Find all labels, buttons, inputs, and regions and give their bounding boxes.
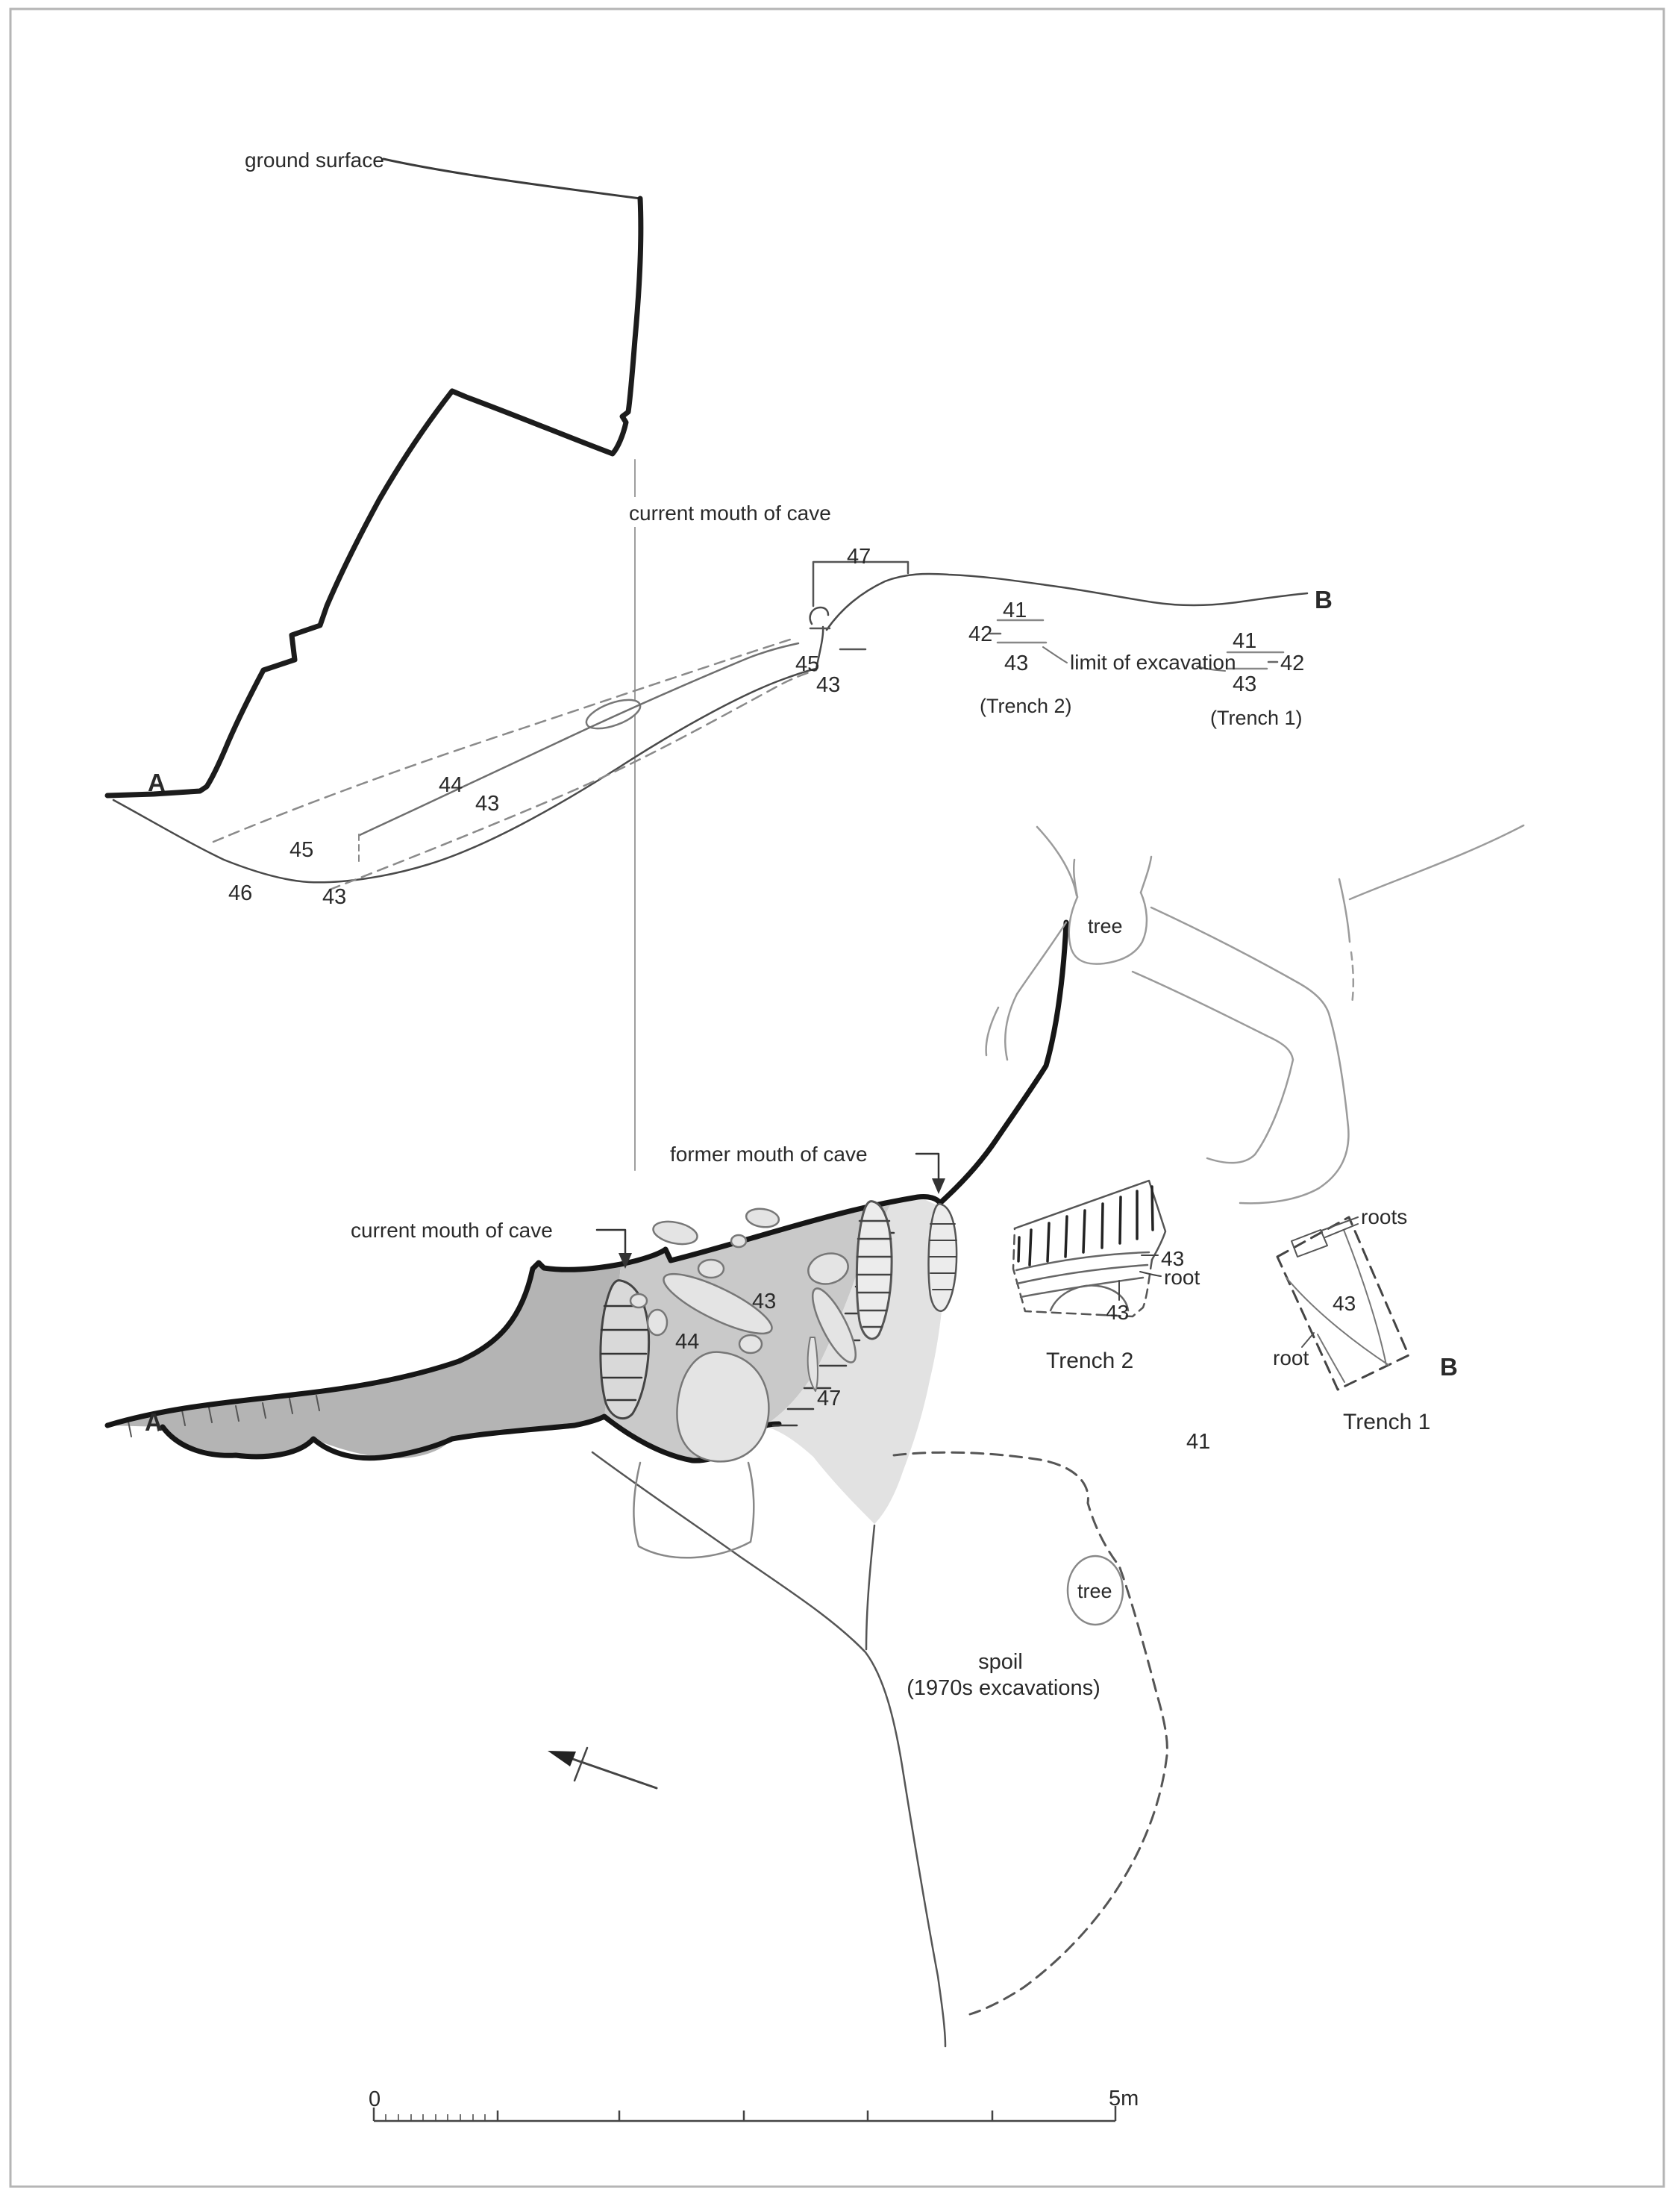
cave-wall-line — [104, 919, 1069, 1428]
point-a-section: A — [148, 769, 166, 796]
trench1-root-traces — [1286, 1229, 1389, 1383]
roots-leader — [1321, 1216, 1359, 1238]
spoil-west-line — [591, 1451, 947, 2048]
scale-bar: 0 5m — [369, 2087, 1139, 2122]
trench2-plan — [1012, 1179, 1167, 1318]
north-arrow-head-icon — [548, 1751, 576, 1766]
former-mouth-arrow-icon — [932, 1178, 945, 1194]
trench2-section-hatching — [1017, 1185, 1154, 1266]
layer-boundary-dashed-upper — [212, 637, 794, 843]
tree-circle-outline — [1066, 1555, 1124, 1626]
label-mask — [624, 497, 831, 527]
former-mouth-label: former mouth of cave — [670, 1143, 868, 1166]
layer-boundary-dashed-lower — [328, 669, 818, 891]
point-b-section: B — [1315, 586, 1333, 613]
spoil-label-line2: (1970s excavations) — [907, 1676, 1101, 1700]
spoil-east-dashed-line — [892, 1451, 1168, 2016]
root-leader — [1301, 1332, 1315, 1348]
point-a-plan: A — [145, 1408, 163, 1436]
trench2-root-bands — [1015, 1251, 1150, 1299]
north-arrow — [548, 1746, 658, 1790]
cliff-outline — [104, 196, 644, 799]
t1-42-label: 42 — [1280, 652, 1304, 675]
ground-surface-label: ground surface — [245, 149, 384, 172]
hollow-43-label: 43 — [322, 885, 346, 909]
tree-top-label: tree — [1088, 915, 1123, 937]
section-ground-line — [112, 667, 818, 884]
band-43-label: 43 — [475, 792, 499, 816]
t1-roots-label: roots — [1361, 1205, 1407, 1228]
layer-boundary-solid — [358, 642, 800, 837]
scale-zero-label: 0 — [369, 2087, 381, 2111]
trench1-level-lines — [1226, 651, 1285, 670]
t1-43-label: 43 — [1233, 672, 1256, 696]
slope-level-ticks — [809, 627, 867, 651]
spoil-label-line1: spoil — [978, 1650, 1023, 1674]
hollow-45-label: 45 — [289, 838, 313, 862]
t2-41-label: 41 — [1003, 599, 1027, 622]
scale-bar-major-ticks — [372, 2106, 1117, 2121]
hollow-46-label: 46 — [228, 881, 252, 905]
trench1-plan — [1276, 1216, 1410, 1391]
trench2-level-lines — [996, 619, 1048, 644]
plan-41-label: 41 — [1186, 1430, 1210, 1454]
section-drawing: ground surface current mouth of cave 47 … — [104, 149, 1333, 1171]
t1-43-label: 43 — [1333, 1292, 1356, 1315]
point-b-plan: B — [1440, 1353, 1458, 1381]
mouth-notch-hook — [809, 606, 830, 625]
current-mouth-arrow-icon — [619, 1253, 632, 1269]
t1-root-label: root — [1273, 1346, 1309, 1369]
figure-frame — [9, 7, 1665, 2188]
slope-45-label: 45 — [795, 652, 819, 676]
t2-plan-43-lower: 43 — [1106, 1301, 1129, 1324]
plateau-ground-line — [825, 572, 1309, 631]
band-44-label: 44 — [439, 773, 463, 797]
plan-44-label: 44 — [675, 1330, 699, 1354]
t2-42-label: 42 — [968, 622, 992, 646]
trench2-section-caption: (Trench 2) — [980, 695, 1072, 717]
t1-41-label: 41 — [1233, 629, 1256, 653]
trench1-plan-label: Trench 1 — [1343, 1410, 1430, 1434]
trench1-section-caption: (Trench 1) — [1210, 707, 1303, 729]
tree-circle-label: tree — [1077, 1580, 1112, 1602]
plan-drawing: 43 root 43 Trench 2 roots 43 root B Tren… — [104, 824, 1525, 2048]
tree-outlines — [985, 824, 1525, 1205]
spoil-north-lobe — [633, 1461, 755, 1559]
north-arrow-crossbar — [573, 1746, 589, 1782]
slope-43-label: 43 — [816, 673, 840, 697]
t2-plan-root: root — [1164, 1266, 1200, 1289]
bracket-47 — [812, 560, 909, 607]
t2-plan-43-upper: 43 — [1161, 1247, 1184, 1270]
current-mouth-plan-label: current mouth of cave — [351, 1219, 553, 1242]
wall-hachures — [128, 1395, 320, 1437]
current-mouth-section-label: current mouth of cave — [629, 502, 831, 525]
plan-47-label: 47 — [817, 1387, 841, 1410]
limit-leader-right — [1196, 666, 1226, 672]
plan-43-label: 43 — [752, 1290, 776, 1313]
trench2-plan-label: Trench 2 — [1046, 1349, 1133, 1373]
scale-5m-label: 5m — [1109, 2087, 1139, 2111]
current-mouth-leader — [595, 1228, 627, 1258]
scale-bar-minor-ticks — [385, 2114, 486, 2121]
limit-of-excavation-label: limit of excavation — [1070, 651, 1236, 674]
roof-fall-stones — [629, 1207, 857, 1463]
t2-43-label: 43 — [1004, 652, 1028, 675]
former-mouth-leader — [915, 1152, 940, 1184]
hatched-lens-mouth-bend — [927, 1202, 958, 1312]
limit-leader-left — [1042, 646, 1068, 663]
ground-surface-line — [382, 157, 642, 200]
label-47-section: 47 — [847, 545, 871, 569]
hatched-lens-former-mouth — [855, 1200, 893, 1340]
spoil-inner-line — [865, 1524, 876, 1651]
trench2-hummock — [1049, 1284, 1130, 1312]
spoil-boundaries — [591, 1451, 1168, 2048]
